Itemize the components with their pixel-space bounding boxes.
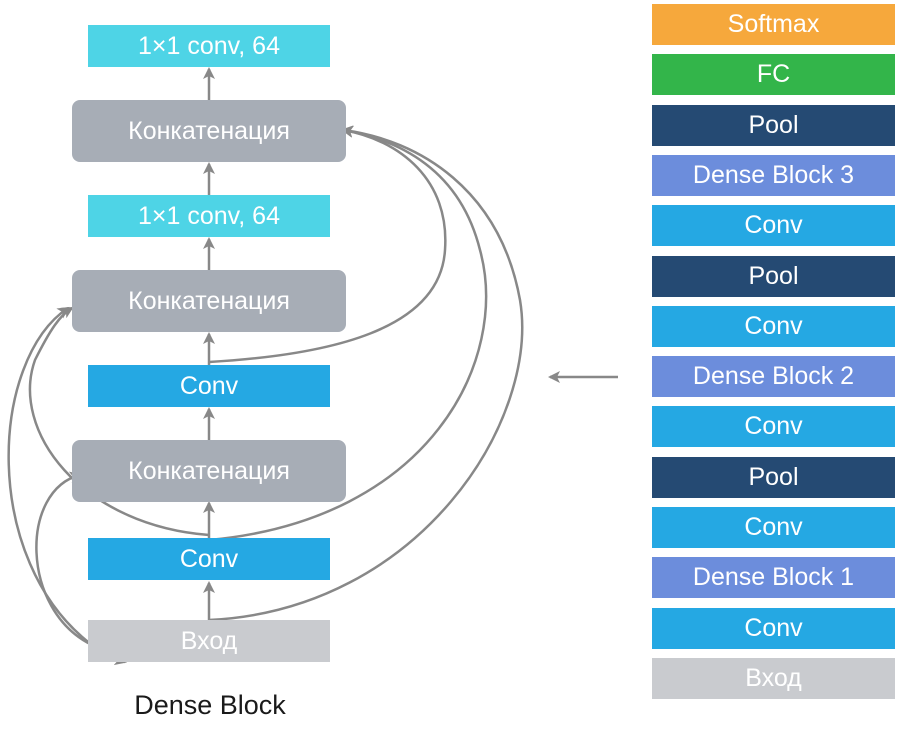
network-layer-label: Conv <box>744 211 803 239</box>
mid-1x1-conv-block: 1×1 conv, 64 <box>88 195 330 237</box>
network-layer-label: Conv <box>744 412 803 440</box>
conv-bottom-label: Conv <box>179 544 239 573</box>
network-layer-conv: Conv <box>652 507 895 548</box>
network-layer-label: Softmax <box>727 10 820 38</box>
network-layer-label: Dense Block 3 <box>692 161 855 189</box>
top-1x1-conv-block: 1×1 conv, 64 <box>88 25 330 67</box>
network-layer-conv: Conv <box>652 306 895 347</box>
dense-block-caption: Dense Block <box>134 690 286 720</box>
network-layer-label: Conv <box>744 312 803 340</box>
network-layer-pool: Pool <box>652 256 895 297</box>
network-layer-label: Conv <box>744 614 803 642</box>
network-layer-label: Pool <box>748 262 799 290</box>
conv-mid-block: Conv <box>88 365 330 407</box>
dense-input-label: Вход <box>180 626 238 655</box>
network-layer-label: Dense Block 1 <box>692 563 855 591</box>
concat-top-label: Конкатенация <box>128 116 290 145</box>
conv-mid-label: Conv <box>179 371 239 400</box>
network-layer-conv: Conv <box>652 406 895 447</box>
skip-conv-to-concat-top <box>208 125 488 542</box>
network-layer-label: Dense Block 2 <box>692 362 855 390</box>
mid-1x1-conv-label: 1×1 conv, 64 <box>137 201 280 230</box>
concat-top-block: Конкатенация <box>72 100 346 162</box>
top-1x1-conv-label: 1×1 conv, 64 <box>137 31 280 60</box>
network-layer-pool: Pool <box>652 457 895 498</box>
skip-conv-to-concat-mid <box>28 306 210 537</box>
network-layer-conv: Conv <box>652 205 895 246</box>
network-layer-softmax: Softmax <box>652 4 895 45</box>
network-layer-dense: Dense Block 3 <box>652 155 895 196</box>
concat-mid-label: Конкатенация <box>128 286 290 315</box>
network-layer-label: Pool <box>748 463 799 491</box>
network-layer-dense: Dense Block 2 <box>652 356 895 397</box>
concat-bottom-block: Конкатенация <box>72 440 346 502</box>
skip-input-to-concat-bottom <box>35 471 93 647</box>
concat-bottom-label: Конкатенация <box>128 456 290 485</box>
conv-bottom-block: Conv <box>88 538 330 580</box>
network-layer-label: FC <box>756 60 791 88</box>
dense-input-block: Вход <box>88 620 330 662</box>
network-layer-input: Вход <box>652 658 895 699</box>
skip-input-to-concat-mid <box>7 306 93 646</box>
concat-mid-block: Конкатенация <box>72 270 346 332</box>
network-layer-fc: FC <box>652 54 895 95</box>
skip-conv2-to-concat-top <box>208 125 447 364</box>
network-layer-label: Pool <box>748 111 799 139</box>
network-layer-pool: Pool <box>652 105 895 146</box>
network-layer-label: Вход <box>745 664 802 692</box>
network-layer-label: Conv <box>744 513 803 541</box>
network-layer-conv: Conv <box>652 608 895 649</box>
network-layer-dense: Dense Block 1 <box>652 557 895 598</box>
skip-input-to-concat-top <box>208 125 524 622</box>
